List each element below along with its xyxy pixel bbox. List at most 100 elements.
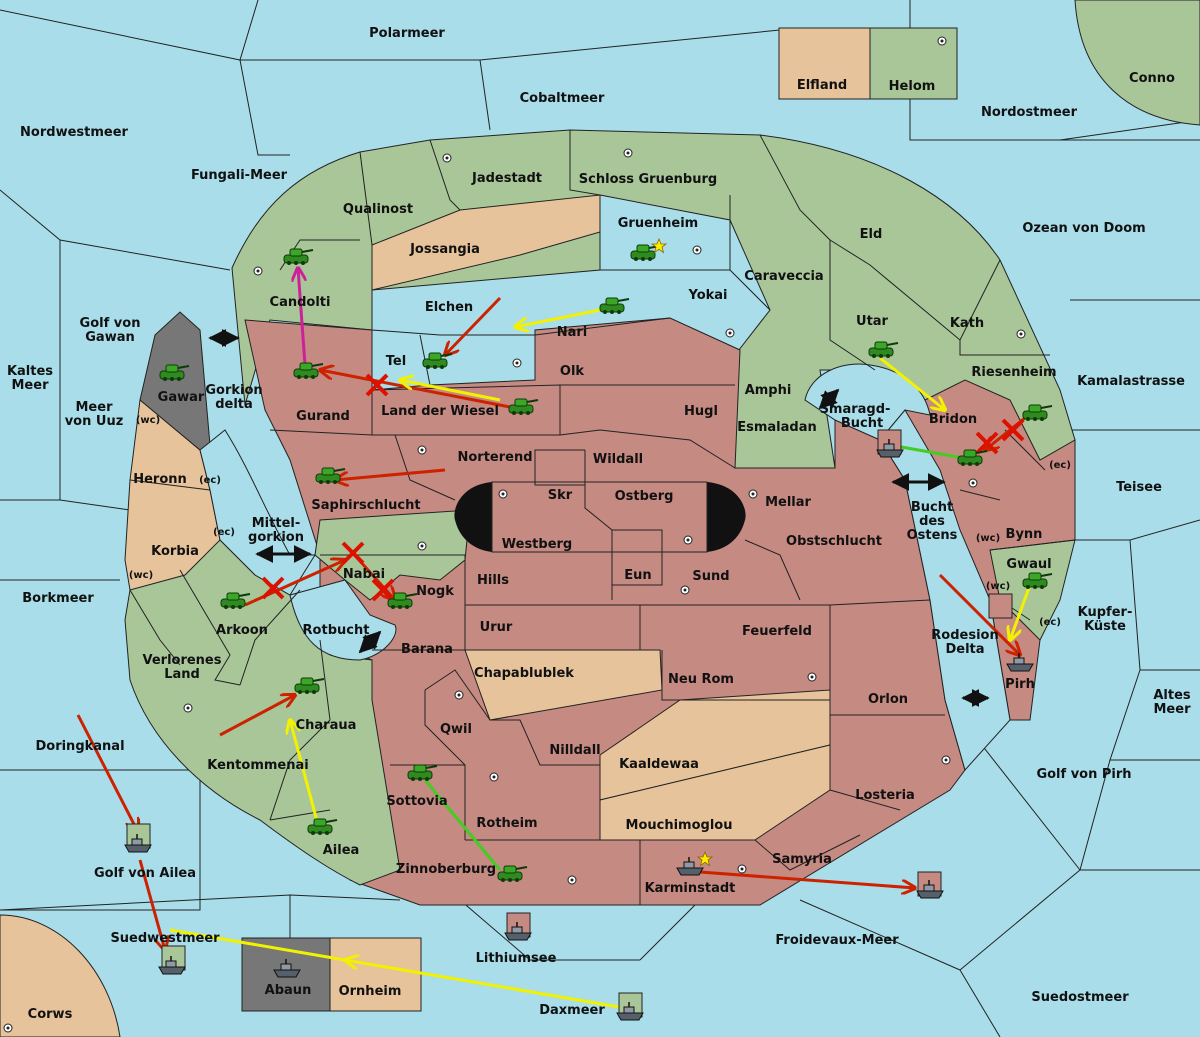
label-saphirschlucht: Saphirschlucht [311,498,420,513]
label-bucht-ostens-2: des [919,514,945,529]
label-bucht-ostens-1: Bucht [911,500,953,515]
label-teisee: Teisee [1116,480,1162,495]
label-heronn-ec: (ec) [199,475,221,486]
label-utar: Utar [856,314,889,329]
label-bridon: Bridon [929,412,977,427]
label-smaragd-2: Bucht [841,416,883,431]
label-helom: Helom [889,79,936,94]
region-corws[interactable] [0,914,121,1037]
label-nari: Nari [557,325,588,340]
label-kupfer-2: Küste [1084,619,1126,634]
label-rotbucht: Rotbucht [303,623,370,638]
connection-arrows [208,329,990,707]
label-bucht-ostens-3: Ostens [907,528,958,543]
label-wildall: Wildall [593,452,643,467]
label-rotheim: Rotheim [476,816,537,831]
label-kaltes-2: Meer [12,378,50,393]
label-korbia-wc: (wc) [129,570,153,581]
region-ornheim[interactable] [329,937,422,1012]
label-conno: Conno [1129,71,1175,86]
label-kath: Kath [950,316,984,331]
label-smaragd-1: Smaragd- [820,402,891,417]
label-nordwestmeer: Nordwestmeer [20,125,128,140]
label-corws: Corws [28,1007,73,1022]
label-fungali: Fungali-Meer [191,168,288,183]
region-bucht-des-ostens[interactable] [879,409,1011,772]
label-chapablublek: Chapablublek [474,666,574,681]
label-esmaladan: Esmaladan [737,420,817,435]
label-kupfer-1: Kupfer- [1078,605,1133,620]
label-ozean: Ozean von Doom [1022,221,1145,236]
label-mittelgorkion-2: gorkion [248,530,304,545]
label-olk: Olk [560,364,585,379]
label-yokai: Yokai [687,288,727,303]
label-verlorenes-2: Land [164,667,200,682]
label-westberg: Westberg [502,537,572,552]
label-candolti: Candolti [270,295,331,310]
label-schloss: Schloss Gruenburg [579,172,717,187]
label-jossangia: Jossangia [409,242,480,257]
label-amphi: Amphi [745,383,792,398]
label-losteria: Losteria [855,788,915,803]
label-arkoon: Arkoon [216,623,268,638]
label-altes-1: Altes [1153,688,1191,703]
label-rodesion-2: Delta [945,642,984,657]
label-verlorenes-1: Verlorenes [142,653,221,668]
region-elfland[interactable] [778,27,871,100]
label-land-wiesel: Land der Wiesel [381,404,499,419]
label-qwil: Qwil [440,722,472,737]
label-elchen: Elchen [425,300,473,315]
label-kaaldewaa: Kaaldewaa [619,757,699,772]
label-nilldall: Nilldall [549,743,600,758]
label-golf-gawan-1: Golf von [80,316,141,331]
label-cobaltmeer: Cobaltmeer [520,91,605,106]
label-eun: Eun [624,568,651,583]
label-gwaul-wc: (wc) [986,581,1010,592]
label-zinnoberburg: Zinnoberburg [396,862,496,877]
label-froidevaux: Froidevaux-Meer [775,933,899,948]
label-borkmeer: Borkmeer [22,591,94,606]
label-gorkion-1: Gorkion [205,383,262,398]
label-ornheim: Ornheim [339,984,402,999]
province-borders [129,130,1076,905]
label-gruenheim: Gruenheim [618,216,698,231]
label-gwaul: Gwaul [1006,557,1051,572]
label-pirh: Pirh [1005,677,1035,692]
label-caraveccia: Caraveccia [744,269,823,284]
region-conno[interactable] [1074,0,1200,126]
label-hills: Hills [477,573,509,588]
westberg-west-bulb [454,482,492,552]
label-barana: Barana [401,642,453,657]
label-rodesion-1: Rodesion [931,628,998,643]
label-riesenheim-ec: (ec) [1049,460,1071,471]
label-bynn: Bynn [1006,527,1043,542]
label-nabai: Nabai [343,567,385,582]
label-altes-2: Meer [1154,702,1192,717]
label-korbia: Korbia [151,544,199,559]
label-kaltes-1: Kaltes [7,364,53,379]
label-karminstadt: Karminstadt [645,881,736,896]
label-suedwestmeer: Suedwestmeer [110,931,220,946]
region-smaragd-bucht[interactable] [804,363,931,441]
label-suedostmeer: Suedostmeer [1031,990,1129,1005]
label-norterend: Norterend [457,450,532,465]
label-bynn-wc: (wc) [976,533,1000,544]
label-sottovia: Sottovia [386,794,447,809]
units [124,238,1053,1021]
label-neu-rom: Neu Rom [668,672,734,687]
label-qualinost: Qualinost [343,202,413,217]
label-mellar: Mellar [765,495,811,510]
label-daxmeer: Daxmeer [539,1003,605,1018]
label-mouchimoglou: Mouchimoglou [626,818,733,833]
province-labels: Polarmeer Cobaltmeer Elfland Helom Conno… [7,26,1191,1022]
label-jadestadt: Jadestadt [471,171,542,186]
label-mittelgorkion-1: Mittel- [252,516,301,531]
label-ailea: Ailea [323,843,360,858]
label-eld: Eld [860,227,883,242]
label-meer-uuz-1: Meer [76,400,114,415]
label-nogk: Nogk [416,584,454,599]
label-gawar: Gawar [158,390,205,405]
label-sund: Sund [692,569,729,584]
